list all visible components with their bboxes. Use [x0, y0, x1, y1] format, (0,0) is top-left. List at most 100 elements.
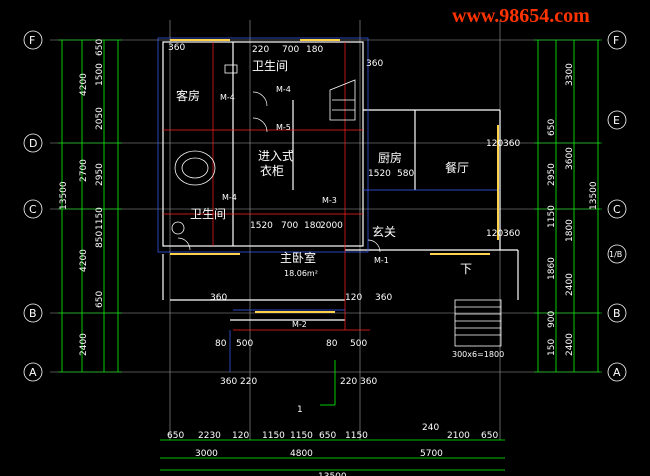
dim-right-inner: 1860	[547, 257, 557, 280]
axis-label: 1/B	[609, 250, 622, 259]
inner-dim: 180	[306, 45, 323, 55]
door-label: M-3	[322, 196, 337, 205]
stair-down-label: 下	[460, 262, 472, 276]
dim-left-inner: 650	[95, 39, 105, 56]
stair-note: 300x6=1800	[452, 350, 504, 359]
dim-bottom: 650	[319, 431, 336, 441]
dim-bottom: 1150	[262, 431, 285, 441]
room-bath-top: 卫生间	[252, 59, 288, 73]
dim-bottom: 2100	[447, 431, 470, 441]
dim-bottom: 5700	[420, 449, 443, 459]
dim-left-total: 13500	[59, 181, 69, 210]
stairs	[329, 79, 502, 347]
doors	[177, 91, 381, 253]
axis-label: B	[29, 307, 37, 320]
axis-label: B	[613, 307, 621, 320]
room-guest: 客房	[176, 88, 200, 103]
room-kitchen: 厨房	[378, 150, 402, 165]
door-label: M-1	[374, 256, 389, 265]
inner-dim: 360	[210, 293, 227, 303]
dim-right-inner: 900	[547, 311, 557, 328]
inner-dim: 80	[215, 339, 227, 349]
dim-right-inner: 1150	[547, 205, 557, 228]
inner-dim: 220	[340, 377, 357, 387]
room-wardrobe: 衣柜	[260, 163, 284, 178]
watermark: www.98654.com	[452, 5, 590, 27]
axis-label: F	[29, 34, 35, 47]
room-area: 18.06m²	[284, 269, 318, 278]
dim-bottom: 3000	[195, 449, 218, 459]
dim-bottom: 4800	[290, 449, 313, 459]
dim-left-inner: 650	[95, 291, 105, 308]
inner-dim: 1520	[250, 221, 273, 231]
dim-bottom: 2230	[198, 431, 221, 441]
axis-label: F	[613, 34, 619, 47]
inner-dim: 180	[304, 221, 321, 231]
dim-bottom: 650	[167, 431, 184, 441]
inner-dim: 360	[220, 377, 237, 387]
callout-lines	[320, 360, 336, 406]
axis-label: A	[613, 366, 621, 379]
door-label: M-4	[222, 193, 237, 202]
room-foyer: 玄关	[372, 224, 396, 239]
dim-bottom: 120	[232, 431, 249, 441]
dim-left: 2700	[79, 159, 89, 182]
room-master: 主卧室	[280, 250, 316, 265]
dim-left-inner: 1150	[95, 207, 105, 230]
dim-bottom: 1150	[345, 431, 368, 441]
callout-label: 1	[297, 405, 303, 415]
dim-left: 2400	[79, 333, 89, 356]
inner-dim: 220	[240, 377, 257, 387]
dim-right: 1800	[565, 219, 575, 242]
axis-label: D	[29, 137, 37, 150]
inner-dim: 360	[503, 139, 520, 149]
axis-label: C	[29, 203, 37, 216]
dim-right: 2400	[565, 333, 575, 356]
windows	[170, 39, 499, 313]
inner-dim: 580	[397, 169, 414, 179]
room-walkin: 进入式	[258, 149, 294, 163]
axis-label: E	[613, 114, 620, 127]
dim-right: 3600	[565, 147, 575, 170]
axis-bubbles	[23, 30, 627, 382]
inner-dim: 700	[281, 221, 298, 231]
dim-bottom: 1150	[290, 431, 313, 441]
dim-left: 4200	[79, 249, 89, 272]
inner-dim: 360	[360, 377, 377, 387]
inner-dim: 500	[236, 339, 253, 349]
inner-dim: 120	[486, 139, 503, 149]
fixtures	[171, 64, 238, 235]
inner-dim: 360	[375, 293, 392, 303]
dim-bottom-total: 13500	[318, 472, 347, 476]
room-dining: 餐厅	[445, 160, 469, 175]
inner-dim: 700	[282, 45, 299, 55]
door-label: M-4	[220, 93, 235, 102]
inner-dim: 120	[345, 293, 362, 303]
walls	[162, 41, 519, 321]
inner-dim: 80	[326, 339, 338, 349]
door-label: M-4	[276, 85, 291, 94]
dim-right-inner: 2950	[547, 163, 557, 186]
dimension-lines	[58, 39, 602, 471]
dim-right: 3300	[565, 63, 575, 86]
dim-right-inner: 150	[547, 339, 557, 356]
dim-left-inner: 2950	[95, 163, 105, 186]
dim-bottom: 240	[422, 423, 439, 433]
room-bath-left: 卫生间	[190, 207, 226, 221]
inner-dim: 220	[252, 45, 269, 55]
axis-label: C	[613, 203, 621, 216]
dim-left-inner: 2050	[95, 107, 105, 130]
dim-left: 4200	[79, 73, 89, 96]
inner-dim: 360	[168, 43, 185, 53]
axis-label: A	[29, 366, 37, 379]
construction-lines	[163, 42, 370, 331]
inner-dim: 360	[503, 229, 520, 239]
inner-dim: 360	[366, 59, 383, 69]
inner-dim: 2000	[320, 221, 343, 231]
blue-lines	[157, 37, 500, 372]
dim-bottom: 650	[481, 431, 498, 441]
door-label: M-5	[276, 123, 291, 132]
dim-right-inner: 650	[547, 119, 557, 136]
